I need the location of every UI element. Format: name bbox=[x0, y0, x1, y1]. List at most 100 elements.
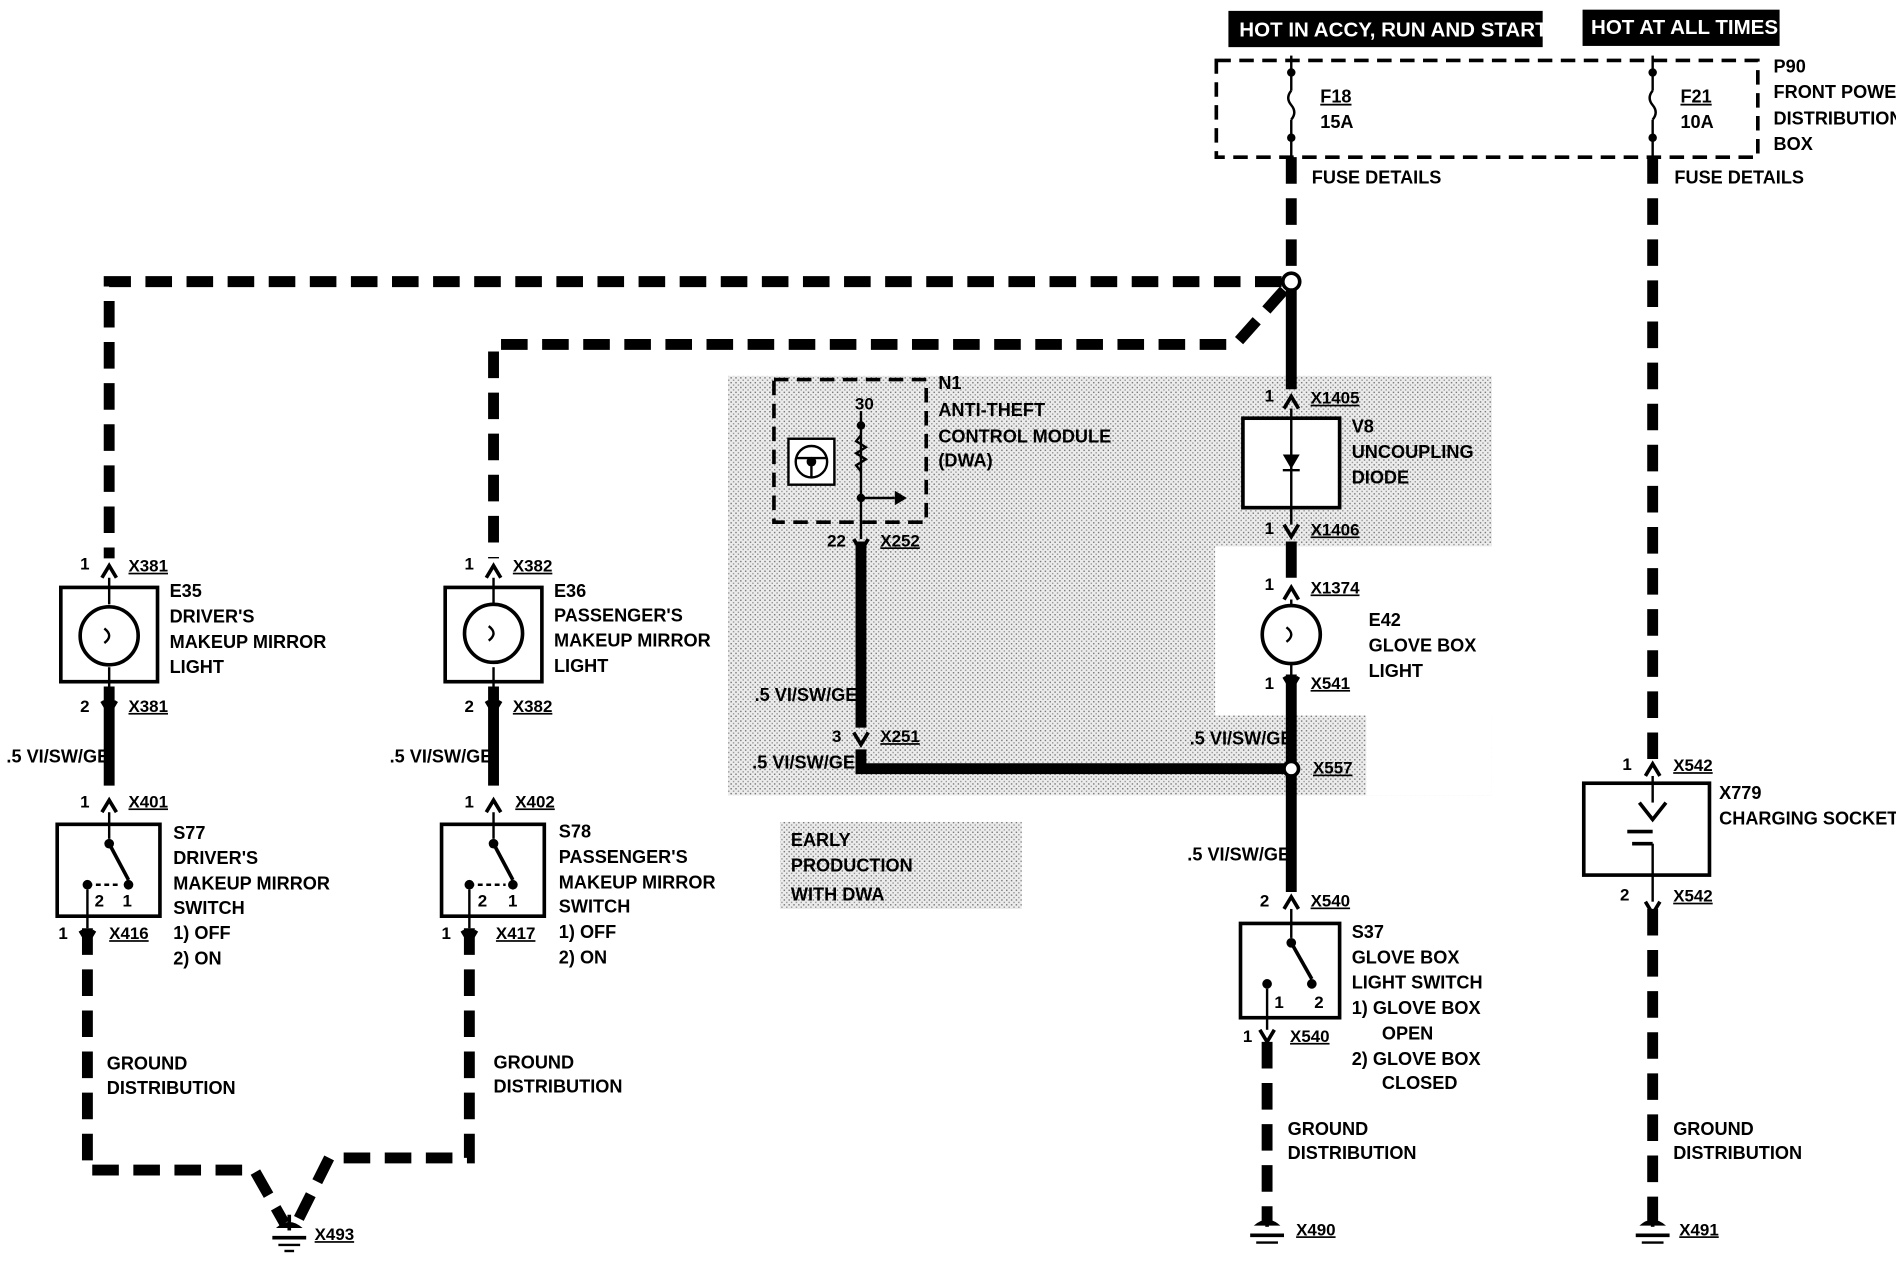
connector-x401 bbox=[100, 796, 118, 814]
s37-id: S37 bbox=[1352, 922, 1384, 942]
connector-x417 bbox=[460, 929, 479, 947]
e35-label-1: DRIVER'S bbox=[170, 606, 255, 626]
label-x251: X251 bbox=[880, 727, 919, 746]
label-x417: X417 bbox=[496, 924, 535, 943]
s77-label-3: SWITCH bbox=[173, 898, 244, 918]
svg-text:2: 2 bbox=[478, 892, 487, 911]
svg-text:2: 2 bbox=[95, 892, 104, 911]
ground-label-passenger-2: DISTRIBUTION bbox=[494, 1077, 623, 1097]
diode-icon bbox=[1282, 454, 1300, 469]
socket-icon bbox=[1637, 801, 1668, 823]
s78-label-3: SWITCH bbox=[559, 897, 630, 917]
connector-x252 bbox=[852, 538, 870, 555]
label-x1405: X1405 bbox=[1311, 389, 1360, 408]
e36-label-1: PASSENGER'S bbox=[554, 605, 683, 625]
pin-x1374-1: 1 bbox=[1265, 575, 1274, 594]
label-x491: X491 bbox=[1679, 1220, 1718, 1239]
s77-label-2: MAKEUP MIRROR bbox=[173, 874, 330, 894]
wire-s78-ground bbox=[291, 928, 475, 1226]
v8-label-1: UNCOUPLING bbox=[1352, 442, 1474, 462]
s37-option-2b: CLOSED bbox=[1382, 1073, 1458, 1093]
connector-x251 bbox=[852, 731, 870, 749]
connector-x542-top bbox=[1643, 760, 1662, 777]
s78-option-2: 2) ON bbox=[559, 947, 607, 967]
fuse-box-name-2: DISTRIBUTION bbox=[1774, 108, 1896, 128]
connector-x1405 bbox=[1282, 392, 1301, 410]
pin-x402-1: 1 bbox=[465, 792, 474, 811]
wire-label-s37: .5 VI/SW/GE bbox=[1187, 845, 1290, 865]
label-x382-top: X382 bbox=[513, 557, 552, 576]
header-hot-accy: HOT IN ACCY, RUN AND START bbox=[1228, 10, 1548, 48]
ground-label-s37-1: GROUND bbox=[1288, 1119, 1369, 1139]
steering-wheel-icon bbox=[787, 437, 836, 486]
s78-id: S78 bbox=[559, 822, 591, 842]
s77-option-1: 1) OFF bbox=[173, 923, 230, 943]
pin-x417-1: 1 bbox=[442, 924, 451, 943]
connector-x541 bbox=[1282, 675, 1301, 693]
e36-id: E36 bbox=[554, 581, 586, 601]
component-v8: V8 UNCOUPLING DIODE bbox=[1241, 408, 1474, 525]
svg-text:1: 1 bbox=[508, 892, 517, 911]
header-hot-all: HOT AT ALL TIMES bbox=[1582, 9, 1780, 46]
wire-label-x251: .5 VI/SW/GE bbox=[752, 753, 855, 773]
fuse-f21-id: F21 bbox=[1680, 87, 1711, 107]
connector-x382-top bbox=[484, 562, 503, 579]
ground-x491-icon bbox=[1635, 1214, 1670, 1244]
ground-x493-icon bbox=[272, 1214, 307, 1253]
x779-label-1: CHARGING SOCKET bbox=[1719, 808, 1896, 828]
pin-x401-1: 1 bbox=[80, 792, 89, 811]
component-e36: E36 PASSENGER'S MAKEUP MIRROR LIGHT bbox=[443, 577, 711, 702]
label-x252: X252 bbox=[880, 531, 919, 550]
label-x542-bottom: X542 bbox=[1673, 887, 1712, 906]
pin-x252-22: 22 bbox=[827, 531, 846, 550]
svg-text:1: 1 bbox=[1274, 993, 1283, 1012]
fuse-box-id: P90 bbox=[1774, 57, 1806, 77]
s37-option-1: 1) GLOVE BOX bbox=[1352, 998, 1481, 1018]
fuse-f21: F21 10A FUSE DETAILS bbox=[1648, 55, 1804, 188]
x779-id: X779 bbox=[1719, 783, 1761, 803]
s78-option-1: 1) OFF bbox=[559, 922, 616, 942]
pin-x541-1: 1 bbox=[1265, 674, 1274, 693]
s37-label-2: LIGHT SWITCH bbox=[1352, 973, 1483, 993]
fuse-f21-details: FUSE DETAILS bbox=[1674, 168, 1804, 188]
pin-x381-2: 2 bbox=[80, 697, 89, 716]
early-label-2: PRODUCTION bbox=[791, 855, 913, 875]
fuse-box-name-1: FRONT POWER bbox=[1774, 82, 1896, 102]
s78-label-2: MAKEUP MIRROR bbox=[559, 872, 716, 892]
pin-x382-1: 1 bbox=[465, 554, 474, 573]
connector-x1406 bbox=[1282, 523, 1301, 541]
dwa-shaded-area bbox=[728, 375, 1492, 909]
label-x416: X416 bbox=[109, 924, 148, 943]
header-hot-accy-text: HOT IN ACCY, RUN AND START bbox=[1239, 18, 1548, 41]
wire-branch-driver bbox=[103, 276, 1282, 559]
s78-label-1: PASSENGER'S bbox=[559, 847, 688, 867]
connector-x402 bbox=[484, 796, 503, 814]
ground-x490-icon bbox=[1250, 1214, 1285, 1244]
n1-label-1: ANTI-THEFT bbox=[938, 400, 1045, 420]
fuse-f18-id: F18 bbox=[1320, 87, 1351, 107]
connector-x381-bottom bbox=[100, 700, 118, 717]
e35-id: E35 bbox=[170, 581, 202, 601]
connector-chevrons bbox=[78, 392, 1662, 1046]
component-x779: X779 CHARGING SOCKET bbox=[1581, 775, 1896, 902]
label-x490: X490 bbox=[1296, 1220, 1335, 1239]
label-x381-bottom: X381 bbox=[129, 697, 168, 716]
label-x1374: X1374 bbox=[1311, 578, 1360, 597]
label-x493: X493 bbox=[315, 1225, 354, 1244]
connector-x540-bottom bbox=[1258, 1028, 1276, 1046]
pin-x416-1: 1 bbox=[58, 924, 67, 943]
ground-label-x779-1: GROUND bbox=[1673, 1119, 1754, 1139]
component-e35: E35 DRIVER'S MAKEUP MIRROR LIGHT bbox=[59, 577, 326, 702]
label-x1406: X1406 bbox=[1311, 520, 1360, 539]
splice-x557 bbox=[1282, 759, 1301, 778]
wire-x251-x557 bbox=[855, 749, 1292, 775]
n1-pin-30: 30 bbox=[855, 395, 874, 414]
s37-label-1: GLOVE BOX bbox=[1352, 947, 1460, 967]
n1-id: N1 bbox=[938, 373, 961, 393]
component-s77: 2 1 S77 DRIVER'S MAKEUP MIRROR SWITCH 1)… bbox=[55, 812, 330, 969]
component-e42: E42 GLOVE BOX LIGHT bbox=[1260, 599, 1477, 681]
label-x541: X541 bbox=[1311, 674, 1350, 693]
component-s37: 1 2 S37 GLOVE BOX LIGHT SWITCH 1) GLOVE … bbox=[1238, 908, 1483, 1093]
e42-label-1: GLOVE BOX bbox=[1369, 635, 1477, 655]
